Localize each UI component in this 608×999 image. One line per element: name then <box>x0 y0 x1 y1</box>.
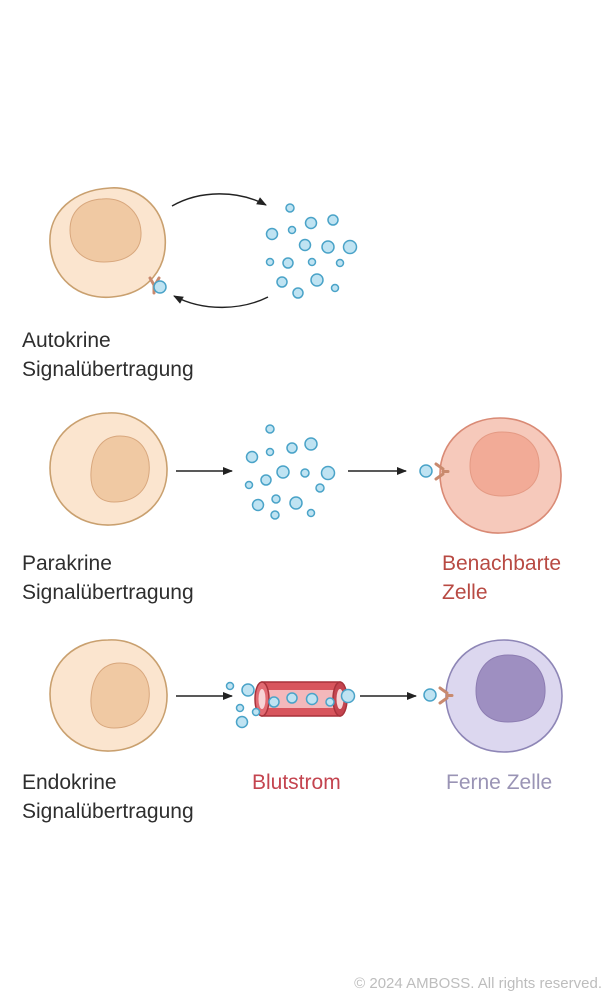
autocrine-cell <box>49 187 167 299</box>
neighbor-cell-receptor <box>419 462 450 481</box>
paracrine-section <box>49 412 562 534</box>
autocrine-label-line-2: Signalübertragung <box>22 358 194 381</box>
distant-cell <box>445 639 563 753</box>
distant-cell-receptor <box>423 686 454 705</box>
endocrine-label-line-2: Signalübertragung <box>22 800 194 823</box>
endocrine-label-line-1: Endokrine <box>22 771 117 794</box>
autocrine-label-line-1: Autokrine <box>22 329 111 352</box>
bloodstream-label: Blutstrom <box>252 771 341 794</box>
neighbor-cell <box>439 417 562 534</box>
endocrine-label: Endokrine Signalübertragung <box>22 768 194 826</box>
neighbor-cell-label-line-1: Benachbarte <box>442 552 562 575</box>
endocrine-molecules <box>225 681 356 729</box>
endocrine-signal-cell <box>49 639 168 752</box>
neighbor-cell-label: Benachbarte Zelle <box>442 549 561 607</box>
blood-vessel <box>254 681 348 717</box>
distant-cell-label: Ferne Zelle <box>446 771 553 794</box>
neighbor-cell-label-line-2: Zelle <box>442 581 488 604</box>
paracrine-molecules <box>244 424 336 520</box>
autocrine-arrow-out <box>171 193 267 207</box>
paracrine-signal-cell <box>49 412 168 526</box>
paracrine-label-line-2: Signalübertragung <box>22 581 194 604</box>
autocrine-label: Autokrine Signalübertragung <box>22 326 194 384</box>
copyright-notice: © 2024 AMBOSS. All rights reserved. <box>354 975 602 992</box>
paracrine-label-line-1: Parakrine <box>22 552 112 575</box>
autocrine-arrow-back <box>173 295 269 309</box>
autocrine-molecules <box>265 203 358 299</box>
autocrine-receptor <box>148 276 167 295</box>
autocrine-section <box>49 187 358 309</box>
endocrine-section <box>49 639 563 753</box>
paracrine-label: Parakrine Signalübertragung <box>22 549 194 607</box>
